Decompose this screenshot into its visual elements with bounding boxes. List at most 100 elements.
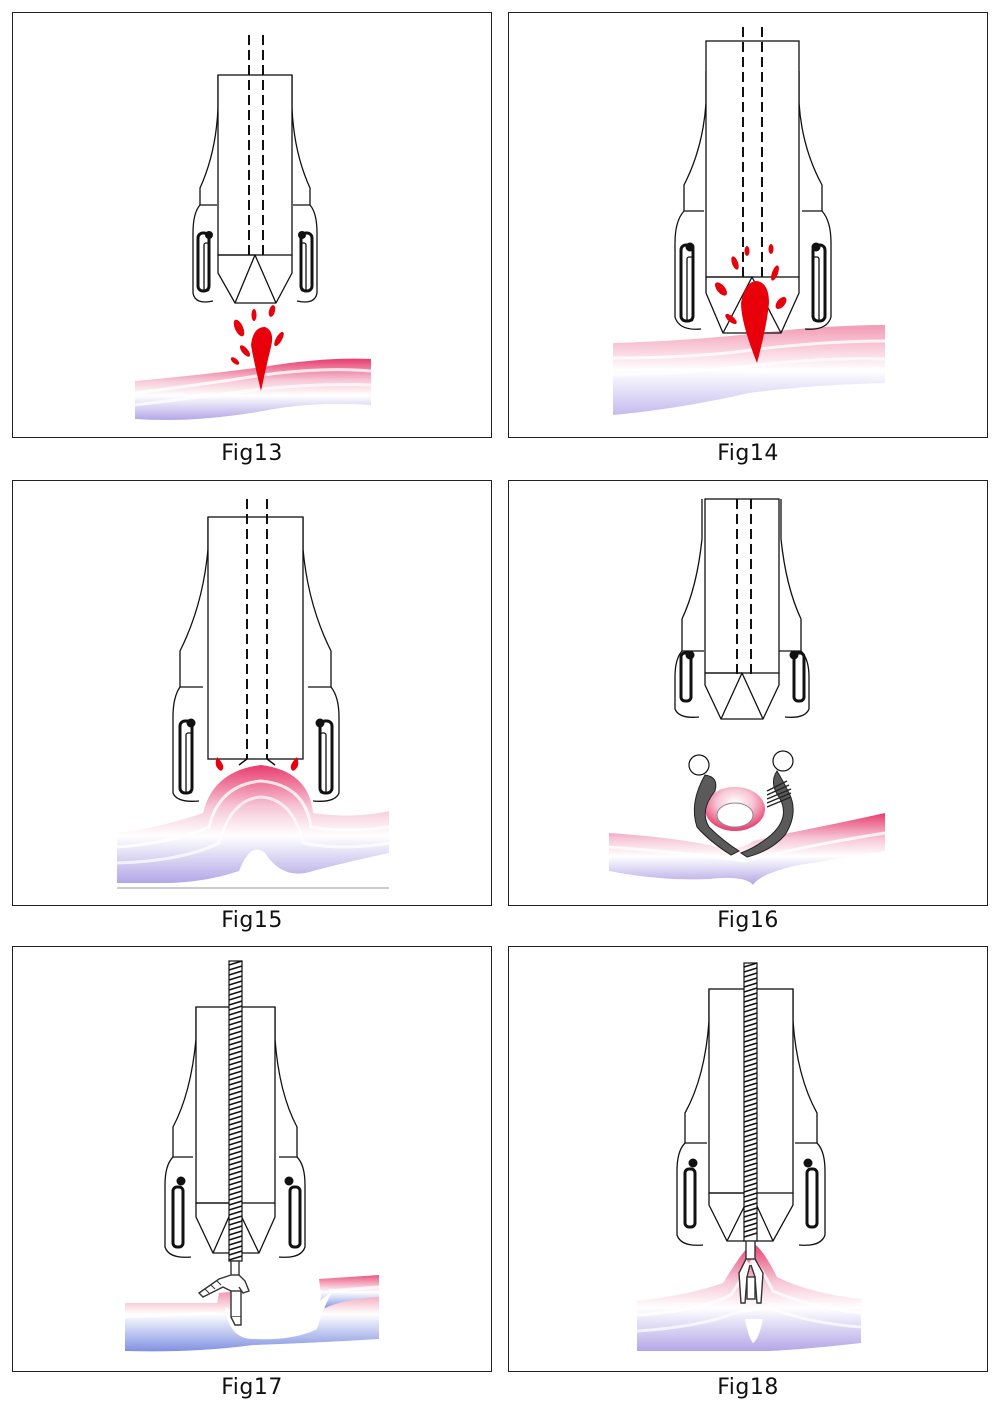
coil-stripe [228, 1080, 243, 1086]
coil-stripe [743, 1082, 758, 1088]
figure-13-panel [12, 12, 492, 438]
coil-stripe [228, 1005, 243, 1011]
coil-stripe [228, 1150, 243, 1156]
coil-stripe [743, 962, 758, 968]
coil-stripe [228, 1075, 243, 1081]
figure-16-drawing [608, 498, 886, 885]
coil-stripe [743, 1012, 758, 1018]
coil-stripe [743, 1142, 758, 1148]
tissue-layers [613, 325, 885, 415]
coil-stripe [228, 975, 243, 981]
coil-stripe [743, 1032, 758, 1038]
figure-14-panel [508, 12, 988, 438]
bleeding-jet [715, 244, 787, 363]
figure-18-drawing [636, 962, 862, 1351]
coil-stripe [743, 1122, 758, 1128]
coil-stripe [743, 1072, 758, 1078]
clip-device [688, 750, 794, 858]
coil-stripe [228, 1155, 243, 1161]
coil-stripe [228, 1175, 243, 1181]
figure-18-caption: Fig18 [717, 1375, 779, 1400]
endoscope-body [217, 74, 293, 304]
coil-stripe [228, 1085, 243, 1091]
coil-stripe [228, 1070, 243, 1076]
figure-18-panel [508, 946, 988, 1372]
endoscope-body [207, 516, 304, 760]
endoscope-cap [674, 499, 810, 718]
working-channel [742, 27, 763, 279]
figure-13-caption: Fig13 [221, 441, 283, 466]
coil-stripe [228, 1095, 243, 1101]
coil-stripe [743, 992, 758, 998]
coil-stripe [743, 1127, 758, 1133]
coil-stripe [228, 1035, 243, 1041]
coil-stripe [743, 1187, 758, 1193]
coil-stripe [228, 1145, 243, 1151]
coil-stripe [743, 1027, 758, 1033]
coil-stripe [743, 987, 758, 993]
coil-stripe [228, 1180, 243, 1186]
tissue-layers [125, 1277, 379, 1352]
coil-stripe [228, 1030, 243, 1036]
figure-15-panel [12, 480, 492, 906]
coil-stripe [743, 1137, 758, 1143]
coil-stripe [743, 1007, 758, 1013]
coil-stripe [228, 1135, 243, 1141]
coil-stripe [743, 1102, 758, 1108]
coil-stripe [743, 1132, 758, 1138]
catheter-coil [743, 962, 758, 1242]
coil-stripe [743, 1157, 758, 1163]
coil-stripe [743, 977, 758, 983]
endoscope-body [704, 498, 780, 720]
coil-stripe [743, 1052, 758, 1058]
coil-stripe [743, 1097, 758, 1103]
coil-stripe [228, 970, 243, 976]
coil-stripe [743, 1067, 758, 1073]
coil-stripe [743, 1107, 758, 1113]
coil-stripe [743, 1057, 758, 1063]
coil-stripe [743, 1112, 758, 1118]
coil-stripe [228, 1225, 243, 1231]
clip-jaws [197, 1260, 250, 1326]
coil-stripe [228, 1045, 243, 1051]
tissue-layers [609, 813, 885, 885]
coil-stripe [743, 1197, 758, 1203]
coil-stripe [228, 1060, 243, 1066]
coil-stripe [743, 1002, 758, 1008]
coil-stripe [228, 1190, 243, 1196]
coil-stripe [228, 965, 243, 971]
coil-stripe [228, 1170, 243, 1176]
working-channel [248, 35, 264, 257]
figure-15-caption: Fig15 [221, 908, 283, 933]
figure-17-caption: Fig17 [221, 1375, 283, 1400]
figure-16-panel [508, 480, 988, 906]
coil-stripe [743, 1147, 758, 1153]
coil-stripe [228, 1105, 243, 1111]
clip-jaws [738, 1240, 764, 1304]
coil-stripe [228, 960, 243, 966]
coil-stripe [743, 1087, 758, 1093]
coil-stripe [743, 1077, 758, 1083]
coil-stripe [228, 1220, 243, 1226]
coil-stripe [228, 1100, 243, 1106]
coil-stripe [743, 1207, 758, 1213]
coil-stripe [228, 1210, 243, 1216]
coil-stripe [228, 1250, 243, 1256]
coil-stripe [228, 1025, 243, 1031]
coil-stripe [743, 972, 758, 978]
coil-stripe [228, 1010, 243, 1016]
coil-stripe [743, 1092, 758, 1098]
coil-stripe [228, 1185, 243, 1191]
coil-stripe [228, 1195, 243, 1201]
coil-stripe [743, 1232, 758, 1238]
coil-stripe [228, 1255, 243, 1261]
coil-stripe [228, 985, 243, 991]
coil-stripe [743, 1217, 758, 1223]
coil-stripe [228, 1230, 243, 1236]
coil-stripe [743, 1222, 758, 1228]
endoscope-cap [172, 517, 340, 802]
coil-stripe [228, 995, 243, 1001]
figure-14-caption: Fig14 [717, 441, 779, 466]
coil-stripe [743, 1022, 758, 1028]
coil-stripe [743, 1042, 758, 1048]
